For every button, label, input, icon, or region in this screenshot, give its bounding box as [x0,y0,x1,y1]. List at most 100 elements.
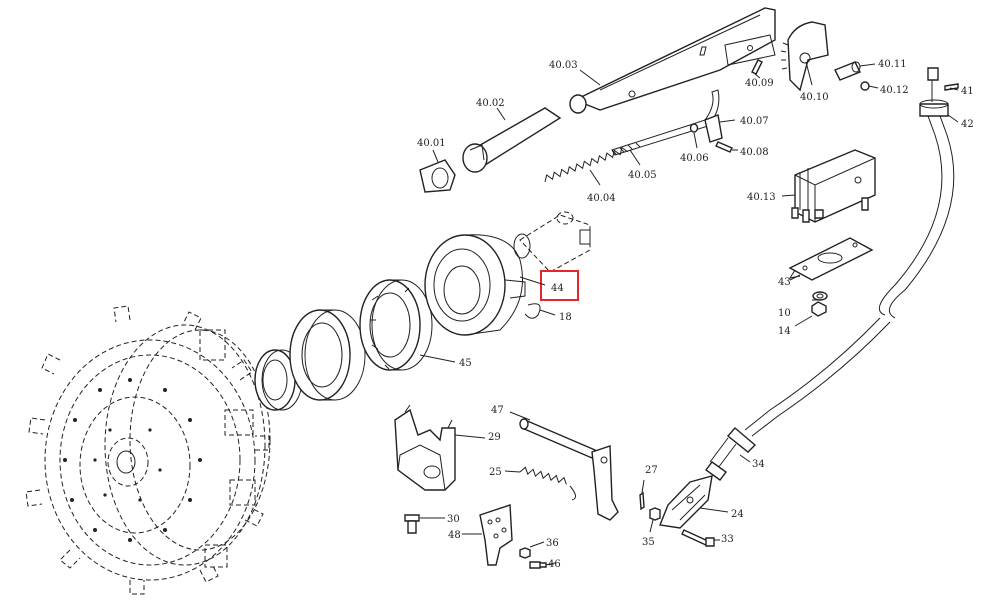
leader-34 [739,454,751,463]
leader-29 [454,434,486,439]
label-35: 35 [642,537,655,548]
cable-upper [878,115,943,316]
leader-40-12 [868,85,879,89]
flywheel-assembly [25,305,271,595]
bolt-27 [639,491,645,511]
label-14: 14 [778,326,791,337]
label-29: 29 [488,432,501,443]
leader-46 [545,562,556,566]
label-40-13: 40.13 [747,192,776,203]
leader-45 [419,354,456,363]
label-10: 10 [778,308,791,319]
clip-40-12 [860,81,870,91]
label-40-04: 40.04 [587,193,616,204]
label-46: 46 [548,559,561,570]
label-40-09: 40.09 [745,78,774,89]
leader-35 [649,519,654,533]
bracket-48 [479,504,513,566]
cable-lower [744,317,881,431]
label-34: 34 [752,459,765,470]
leader-44 [519,276,546,286]
shaft-47 [519,418,619,521]
label-33: 33 [721,534,734,545]
leader-36 [529,541,545,548]
label-45: 45 [459,358,472,369]
label-43: 43 [778,277,791,288]
pedal-arm-40-03 [569,7,776,114]
label-25: 25 [489,467,502,478]
leader-27 [641,479,645,494]
cable-upper-b [888,115,955,319]
label-40-02: 40.02 [476,98,505,109]
label-36: 36 [546,538,559,549]
label-44: 44 [551,283,564,294]
nut-14 [811,301,827,317]
label-40-11: 40.11 [878,59,907,70]
highlight-box-44 [540,270,579,301]
leader-40-11 [859,63,876,67]
quadrant-40-10 [780,21,829,92]
leader-40-09 [754,73,761,79]
label-40-01: 40.01 [417,138,446,149]
spring-25 [519,466,576,501]
pin-40-08 [715,141,733,153]
release-sleeve-housing [424,234,541,336]
washer-10 [812,291,828,301]
label-18: 18 [559,312,572,323]
collar-40-01 [419,159,456,193]
clevis-40-07 [704,114,723,143]
label-40-12: 40.12 [880,85,909,96]
leader-40-06 [693,132,698,149]
release-fork-29 [394,404,456,491]
label-48: 48 [448,530,461,541]
leader-24 [699,507,729,513]
cable-head-41-42 [919,67,959,117]
part-labels: 40.01 40.02 40.03 40.04 40.05 40.06 40.0… [417,59,974,570]
label-40-10: 40.10 [800,92,829,103]
plate-43 [788,237,874,281]
label-40-07: 40.07 [740,116,769,127]
leader-40-10 [805,61,813,86]
label-41: 41 [961,86,974,97]
bolt-46 [529,561,547,569]
leader-18 [539,309,556,316]
leader-25 [504,470,521,473]
label-40-06: 40.06 [680,153,709,164]
input-shaft [513,211,591,273]
label-30: 30 [447,514,460,525]
label-40-05: 40.05 [628,170,657,181]
leader-40-05 [629,149,641,166]
leader-47 [509,411,531,421]
leader-40-07 [719,119,736,123]
pin-40-11 [834,61,861,81]
seal-ring [289,309,366,401]
nipple-30 [404,514,420,534]
leader-41 [949,87,959,91]
tube-40-02 [462,107,562,173]
label-42: 42 [961,119,974,130]
bracket-40-13 [791,149,876,223]
nut-35 [649,507,661,521]
leader-42 [947,114,959,123]
clevis-24 [659,475,713,529]
pin-40-09 [751,59,763,75]
leader-43 [789,274,801,281]
ring-40-06 [689,123,699,133]
release-bearing [359,279,433,371]
leader-40-04 [589,169,601,186]
leader-40-13 [781,194,796,197]
label-47: 47 [491,405,504,416]
leader-40-01 [432,149,439,163]
washer-36 [519,547,531,559]
leader-40-02 [496,107,506,121]
leader-40-03 [579,69,601,86]
label-40-03: 40.03 [549,60,578,71]
leader-14 [794,315,813,327]
spring-40-04 [544,146,628,183]
cable-end-fitting [705,427,757,481]
label-24: 24 [731,509,744,520]
cable-lower-b [751,321,891,437]
label-40-08: 40.08 [740,147,769,158]
label-27: 27 [645,465,658,476]
